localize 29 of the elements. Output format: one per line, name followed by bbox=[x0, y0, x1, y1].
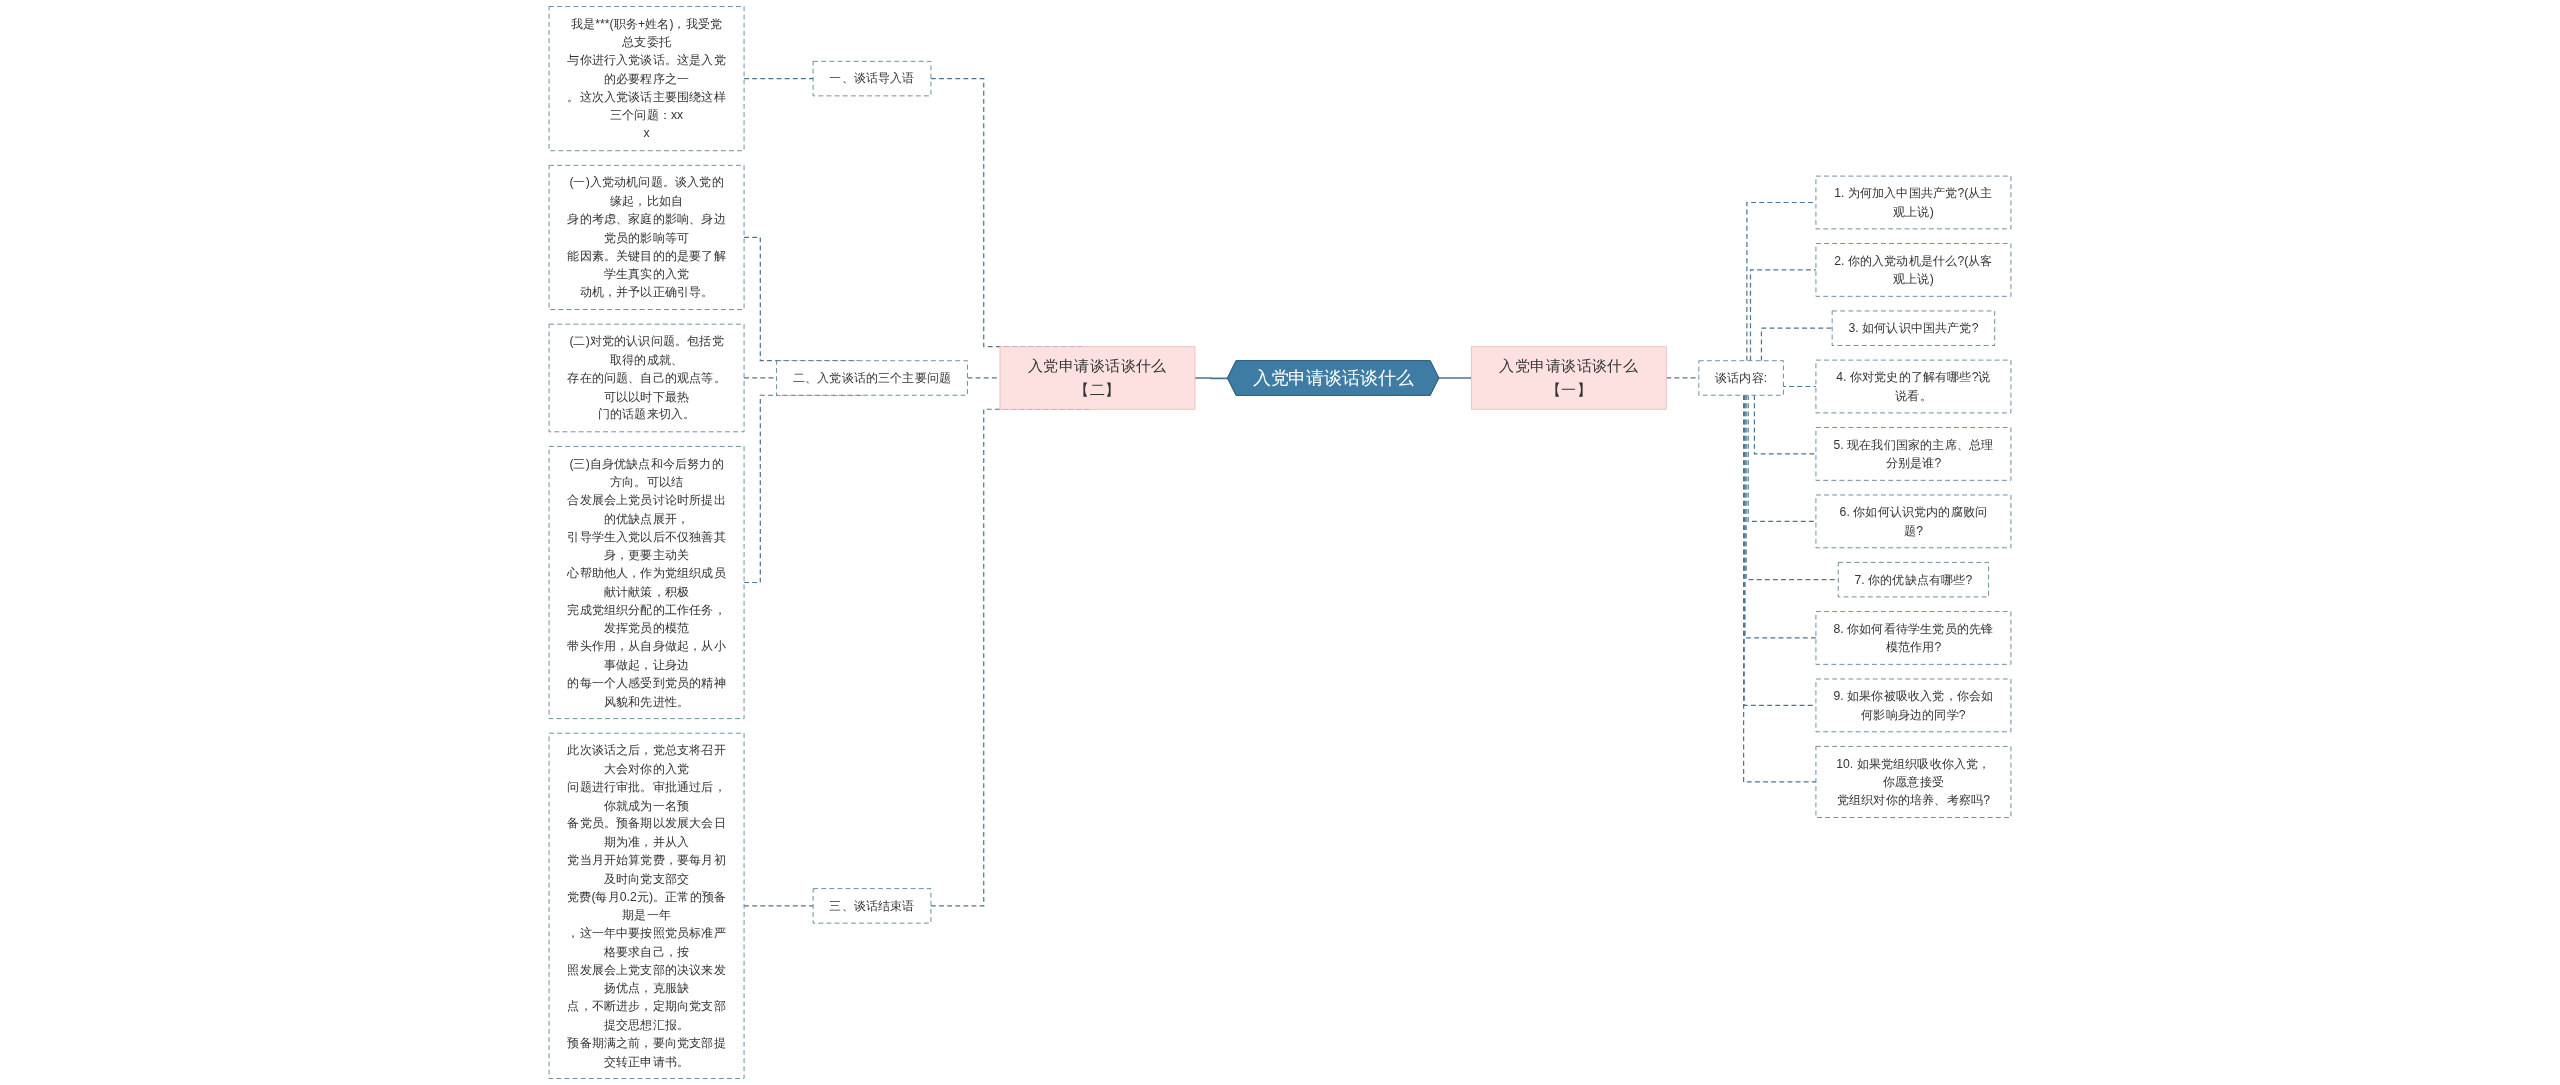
node-box: 三、谈话结束语 bbox=[812, 888, 932, 924]
node-box: 2. 你的入党动机是什么?(从客观上说) bbox=[1815, 243, 2012, 297]
node-box: 入党申请谈话谈什么【二】 bbox=[999, 346, 1196, 410]
node-box: 我是***(职务+姓名)，我受党总支委托与你进行入党谈话。这是入党的必要程序之一。这次入党谈话主要围绕这样三个问题：xxx bbox=[548, 6, 745, 152]
node-box: (二)对党的认识问题。包括党取得的成就、存在的问题、自己的观点等。可以以时下最热门的话题来切入。 bbox=[548, 323, 745, 433]
connector bbox=[1438, 377, 1473, 380]
connector bbox=[1743, 394, 1817, 783]
node-box: 6. 你如何认识党内的腐败问题? bbox=[1815, 494, 2012, 549]
connector bbox=[1782, 383, 1817, 388]
node-box: 8. 你如何看待学生党员的先锋模范作用? bbox=[1815, 611, 2012, 665]
node-box: 9. 如果你被吸收入党，你会如何影响身边的同学? bbox=[1815, 678, 2012, 733]
node-box: 入党申请谈话谈什么【一】 bbox=[1470, 346, 1667, 410]
node-box: (三)自身优缺点和今后努力的方向。可以结合发展会上党员讨论时所提出的优缺点展开，引导学生入党以后不仅独善其身，更要主动关心帮助他人，作为党组织成员献计献策，积极完成党组织分配的工作任务，发挥党员的模范带头作用，从自身做起，从小事做起，让身边的每一个人感受到党员的精神风貌和先进性。 bbox=[548, 446, 745, 719]
node-box: 谈话内容: bbox=[1698, 360, 1784, 396]
node-box: 5. 现在我们国家的主席、总理分别是谁? bbox=[1815, 427, 2012, 481]
node-box: 一、谈话导入语 bbox=[812, 60, 932, 97]
node-box: 此次谈话之后，党总支将召开大会对你的入党问题进行审批。审批通过后，你就成为一名预备党员。预备期以发展大会日期为准，并从入党当月开始算党费，要每月初及时向党支部交党费(每月0.2元)。正常的预备期是一年，这一年中要按照党员标准严格要求自己，按照发展会上党支部的决议来发扬优点，克服缺点，不断进步，定期向党支部提交思想汇报。预备期满之前，要向党支部提交转正申请书。 bbox=[548, 732, 745, 1079]
node-box: (一)入党动机问题。谈入党的缘起，比如自身的考虑、家庭的影响、身边党员的影响等可能因素。关键目的的是要了解学生真实的入党动机，并予以正确引导。 bbox=[548, 164, 745, 310]
node-box: 1. 为何加入中国共产党?(从主观上说) bbox=[1815, 175, 2012, 230]
connector bbox=[1194, 377, 1229, 380]
node-box: 7. 你的优缺点有哪些? bbox=[1837, 562, 1989, 598]
node-box: 二、入党谈话的三个主要问题 bbox=[776, 360, 968, 396]
connector bbox=[1743, 394, 1817, 706]
node-box: 10. 如果党组织吸收你入党，你愿意接受党组织对你的培养、考察吗? bbox=[1815, 746, 2012, 818]
connector bbox=[1744, 394, 1817, 639]
node-box: 3. 如何认识中国共产党? bbox=[1831, 310, 1996, 346]
node-box: 4. 你对党史的了解有哪些?说说看。 bbox=[1815, 359, 2012, 414]
connector bbox=[1747, 394, 1817, 522]
connector bbox=[1760, 327, 1833, 362]
